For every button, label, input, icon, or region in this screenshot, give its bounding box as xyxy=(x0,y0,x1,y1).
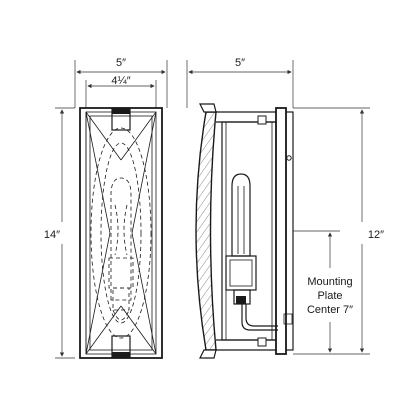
side-view: 5″ xyxy=(186,57,384,359)
front-width-dimension: 5″ xyxy=(74,57,168,108)
side-wiring xyxy=(241,304,278,331)
mounting-label-line1: Mounting xyxy=(307,276,352,288)
side-depth-label: 5″ xyxy=(235,57,245,69)
front-height-dimension: 14″ xyxy=(44,107,75,359)
side-glass-shade xyxy=(195,103,217,359)
front-height-label: 14″ xyxy=(44,229,60,241)
front-bottom-clip xyxy=(111,335,131,359)
side-depth-dimension: 5″ xyxy=(186,57,294,108)
side-backplate xyxy=(275,107,294,355)
front-inner-width-dimension: 4¼″ xyxy=(85,75,157,108)
front-bulb xyxy=(108,177,134,321)
front-view: 5″ 4¼″ 14″ xyxy=(44,57,168,359)
front-backplate-outline xyxy=(90,127,152,339)
side-bulb xyxy=(225,173,257,305)
mounting-label-line2: Plate xyxy=(317,290,342,302)
front-inner-width-label: 4¼″ xyxy=(111,75,130,87)
mounting-label-line3: Center 7″ xyxy=(307,304,353,316)
side-height-dimension: 12″ xyxy=(293,107,384,355)
side-height-label: 12″ xyxy=(368,229,384,241)
mounting-plate-dimension: Mounting Plate Center 7″ xyxy=(293,230,353,353)
front-glass-facets xyxy=(85,111,157,355)
front-width-label: 5″ xyxy=(116,57,126,69)
front-top-clip xyxy=(111,107,131,131)
